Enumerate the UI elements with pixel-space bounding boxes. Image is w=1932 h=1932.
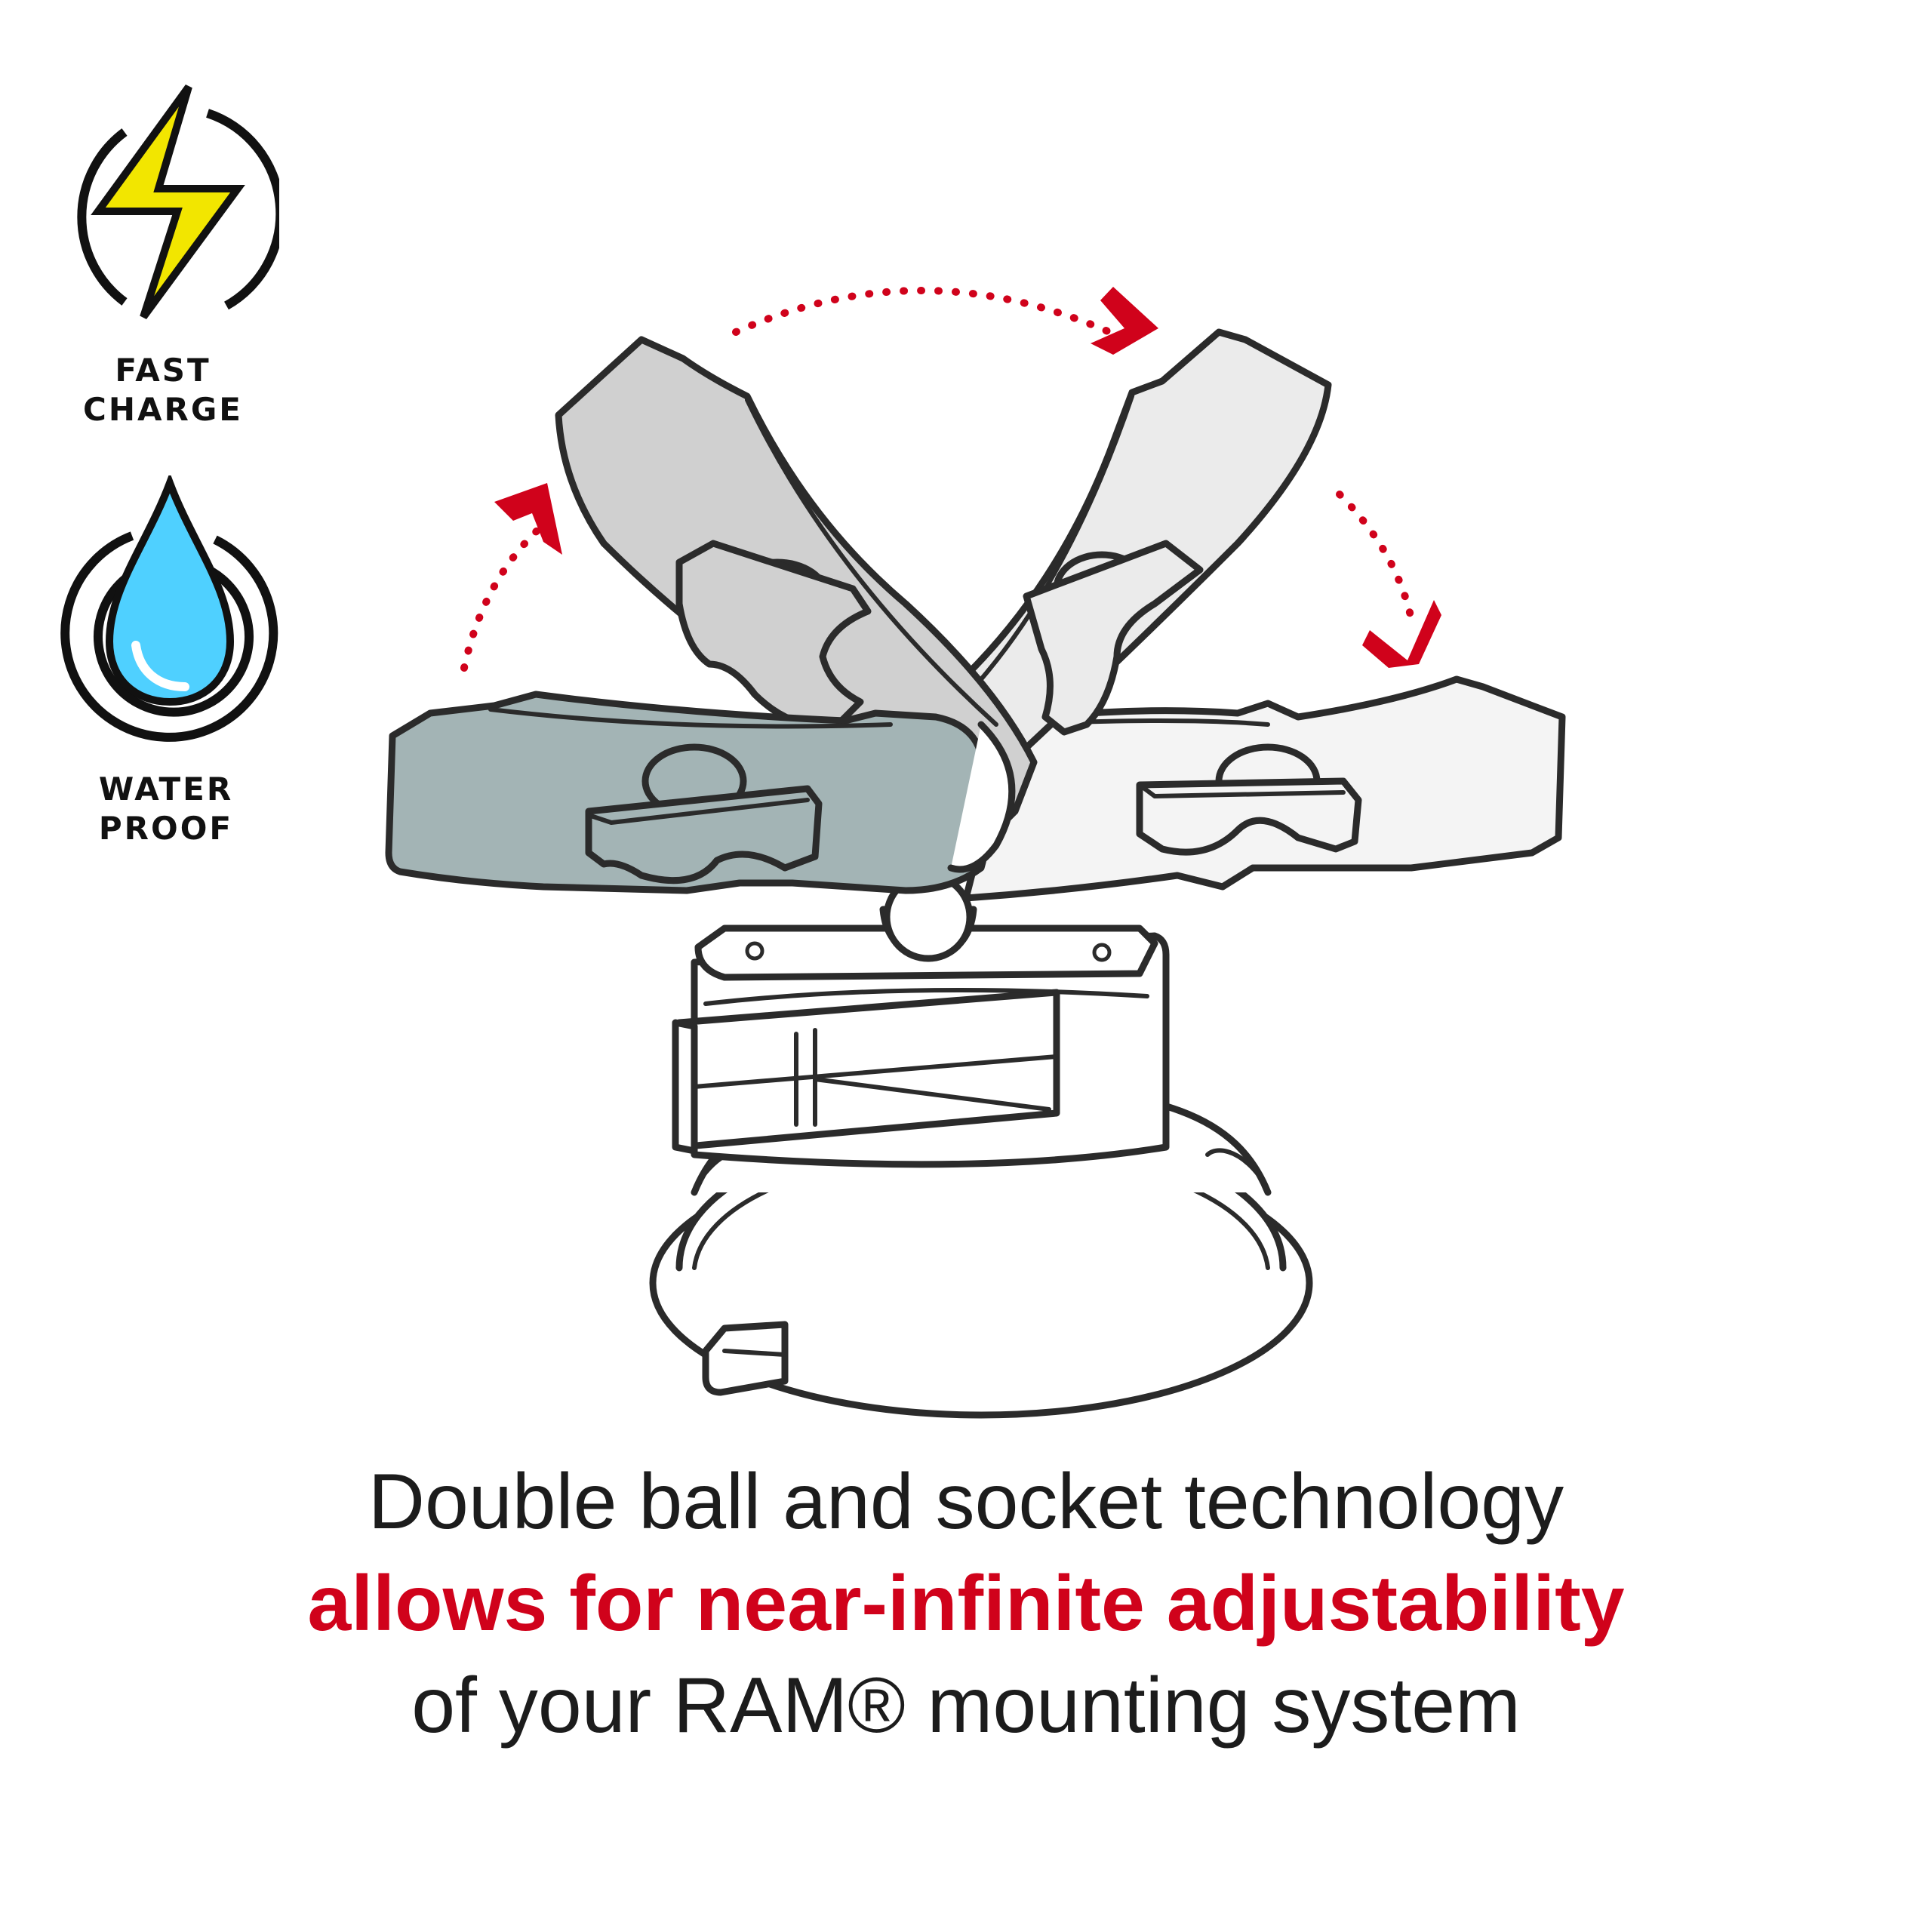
waterproof-label-line1: WATER xyxy=(98,771,234,808)
caption-line-2-highlight: allows for near-infinite adjustability xyxy=(307,1560,1625,1647)
arm-position-right-tilted xyxy=(955,328,1332,774)
mount-illustration xyxy=(385,287,1566,1419)
arrow-top-head-icon xyxy=(1091,287,1158,355)
caption-line-3: of your RAM® mounting system xyxy=(411,1662,1521,1749)
arrow-top-dotted-path xyxy=(732,287,1113,336)
fast-charge-label-line1: FAST xyxy=(115,352,211,389)
caption-line-1: Double ball and socket technology xyxy=(368,1458,1564,1546)
arm-position-left-horizontal xyxy=(385,691,1016,894)
waterproof-label: WATER PROOF xyxy=(53,770,279,848)
arrow-left-dotted-path xyxy=(460,525,543,672)
waterproof-label-line2: PROOF xyxy=(98,810,234,847)
water-drop-icon xyxy=(60,475,278,742)
suction-cup-base xyxy=(649,872,1313,1419)
arrow-left-head-icon xyxy=(494,483,562,555)
motion-arrows xyxy=(460,287,1415,672)
arrow-right-head-icon xyxy=(1362,600,1441,668)
fast-charge-label: FAST CHARGE xyxy=(50,351,276,429)
lightning-bolt-icon xyxy=(77,85,279,319)
fast-charge-label-line2: CHARGE xyxy=(83,391,243,428)
arrow-right-dotted-path xyxy=(1336,491,1415,623)
